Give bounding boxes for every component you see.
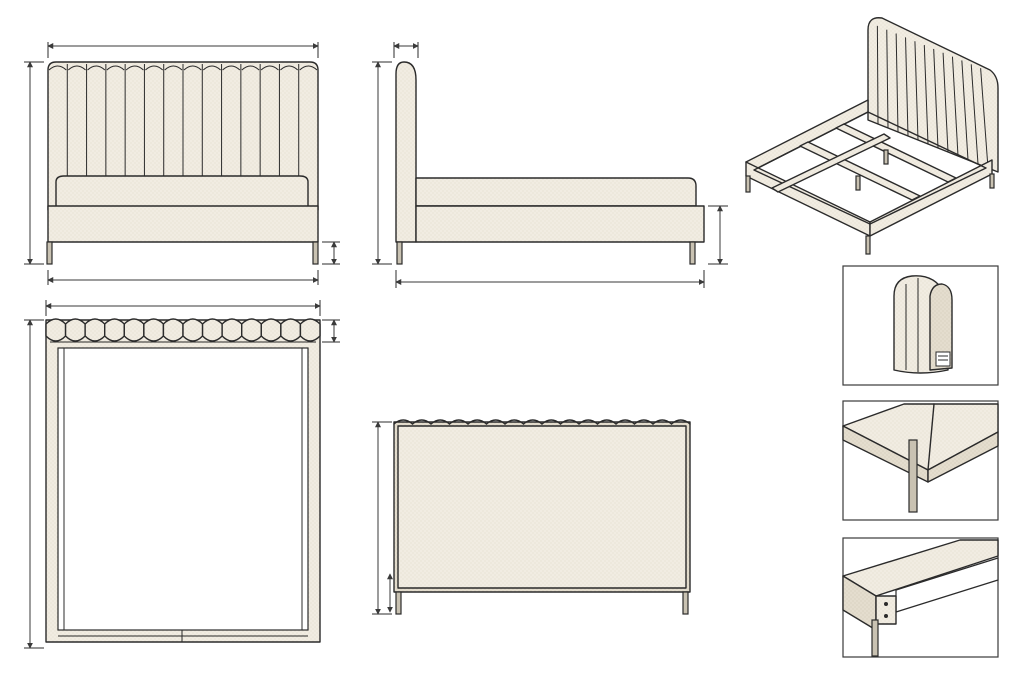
- rear-scallop: [652, 419, 673, 425]
- side-base: [415, 205, 705, 243]
- front-view: [24, 42, 340, 285]
- rear-scallop: [430, 419, 451, 425]
- rear-scallop: [522, 419, 543, 425]
- detail-headboard-profile: [842, 265, 999, 386]
- detail-rail-joint: [842, 537, 999, 658]
- detail-headboard-side: [929, 283, 953, 371]
- iso-center-beam: [771, 133, 891, 193]
- front-channel-top: [145, 65, 164, 71]
- top-scallop: [201, 318, 223, 342]
- iso-channel-seam: [942, 52, 949, 153]
- front-headboard-channels: [48, 64, 318, 176]
- detail-corner-side: [927, 431, 999, 483]
- rear-leg-right: [682, 591, 689, 615]
- front-channel-top: [67, 65, 86, 71]
- iso-headboard-channels: [876, 25, 989, 169]
- rear-scallop: [467, 419, 488, 425]
- iso-channel-seam: [923, 45, 929, 145]
- front-channel-top: [106, 65, 125, 71]
- side-view: [372, 42, 728, 288]
- top-inner-opening: [57, 347, 309, 631]
- top-scallop: [221, 318, 243, 342]
- detail-leg: [908, 439, 918, 513]
- front-channel-top: [241, 65, 260, 71]
- side-headboard: [395, 61, 417, 243]
- side-leg-foot: [689, 241, 696, 265]
- detail-leg-corner: [842, 400, 999, 521]
- top-scallop: [299, 318, 321, 342]
- iso-channel-seam: [951, 56, 959, 157]
- front-leg-left: [46, 241, 53, 265]
- rear-scallop: [393, 419, 414, 425]
- detail-rail-leg: [871, 619, 879, 657]
- front-channel-top: [299, 65, 318, 71]
- iso-slat-1: [799, 141, 921, 201]
- front-channel-top: [164, 65, 183, 71]
- rear-view: [372, 419, 691, 615]
- top-scallop: [241, 318, 262, 342]
- rear-headboard-scallops: [393, 419, 691, 425]
- rear-scallop: [559, 419, 580, 425]
- iso-leg-center: [855, 175, 861, 191]
- rear-scallop: [596, 419, 617, 425]
- rear-scallop: [448, 419, 469, 425]
- iso-frame-inner-rail: [753, 111, 987, 225]
- iso-channel-seam: [961, 60, 969, 161]
- iso-leg-front-left: [745, 175, 751, 193]
- iso-leg-front-right: [865, 235, 871, 255]
- top-scallop: [182, 318, 204, 342]
- iso-leg-back-right: [989, 173, 995, 189]
- top-scallop: [280, 318, 302, 342]
- top-headboard-scallops: [45, 318, 321, 343]
- side-mattress: [415, 177, 697, 207]
- front-channel-top: [48, 65, 67, 71]
- iso-channel-seam: [933, 48, 939, 149]
- iso-channel-seam: [876, 25, 879, 125]
- front-channel-top: [183, 65, 202, 71]
- top-scallop: [104, 318, 125, 342]
- iso-slat-2: [835, 123, 957, 183]
- front-channel-top: [202, 65, 221, 71]
- iso-headboard: [867, 17, 999, 173]
- front-leg-right: [312, 241, 319, 265]
- rear-leg-left: [395, 591, 402, 615]
- side-leg-head: [396, 241, 403, 265]
- top-scallop: [45, 318, 67, 342]
- top-scallop: [260, 318, 282, 342]
- iso-leg-center-back: [883, 149, 889, 165]
- detail-frame-section: [935, 351, 951, 367]
- iso-channel-seam: [970, 64, 979, 165]
- front-channel-top: [222, 65, 241, 71]
- rear-scallop: [615, 419, 636, 425]
- front-base: [47, 205, 319, 243]
- top-scallop: [123, 318, 145, 342]
- iso-channel-seam: [895, 33, 899, 133]
- top-scallop: [64, 318, 86, 342]
- detail-connector-bracket: [875, 595, 897, 625]
- rear-scallop: [578, 419, 599, 425]
- rear-scallop: [485, 419, 506, 425]
- rear-scallop: [541, 419, 562, 425]
- rear-scallop: [411, 419, 432, 425]
- rear-scallop: [633, 419, 654, 425]
- rear-headboard-back: [397, 425, 687, 589]
- iso-channel-seam: [914, 41, 919, 141]
- rear-scallop: [670, 419, 691, 425]
- iso-channel-seam: [886, 29, 889, 129]
- top-scallop: [162, 318, 184, 342]
- front-channel-top: [125, 65, 144, 71]
- front-mattress: [55, 175, 309, 211]
- iso-channel-seam: [980, 68, 989, 169]
- top-scallop: [84, 318, 106, 342]
- isometric-view: [745, 17, 999, 255]
- top-scallop: [143, 318, 165, 342]
- front-channel-top: [260, 65, 279, 71]
- rear-scallop: [504, 419, 525, 425]
- front-channel-top: [87, 65, 106, 71]
- front-channel-top: [280, 65, 299, 71]
- top-view: [24, 300, 340, 649]
- iso-channel-seam: [905, 37, 909, 137]
